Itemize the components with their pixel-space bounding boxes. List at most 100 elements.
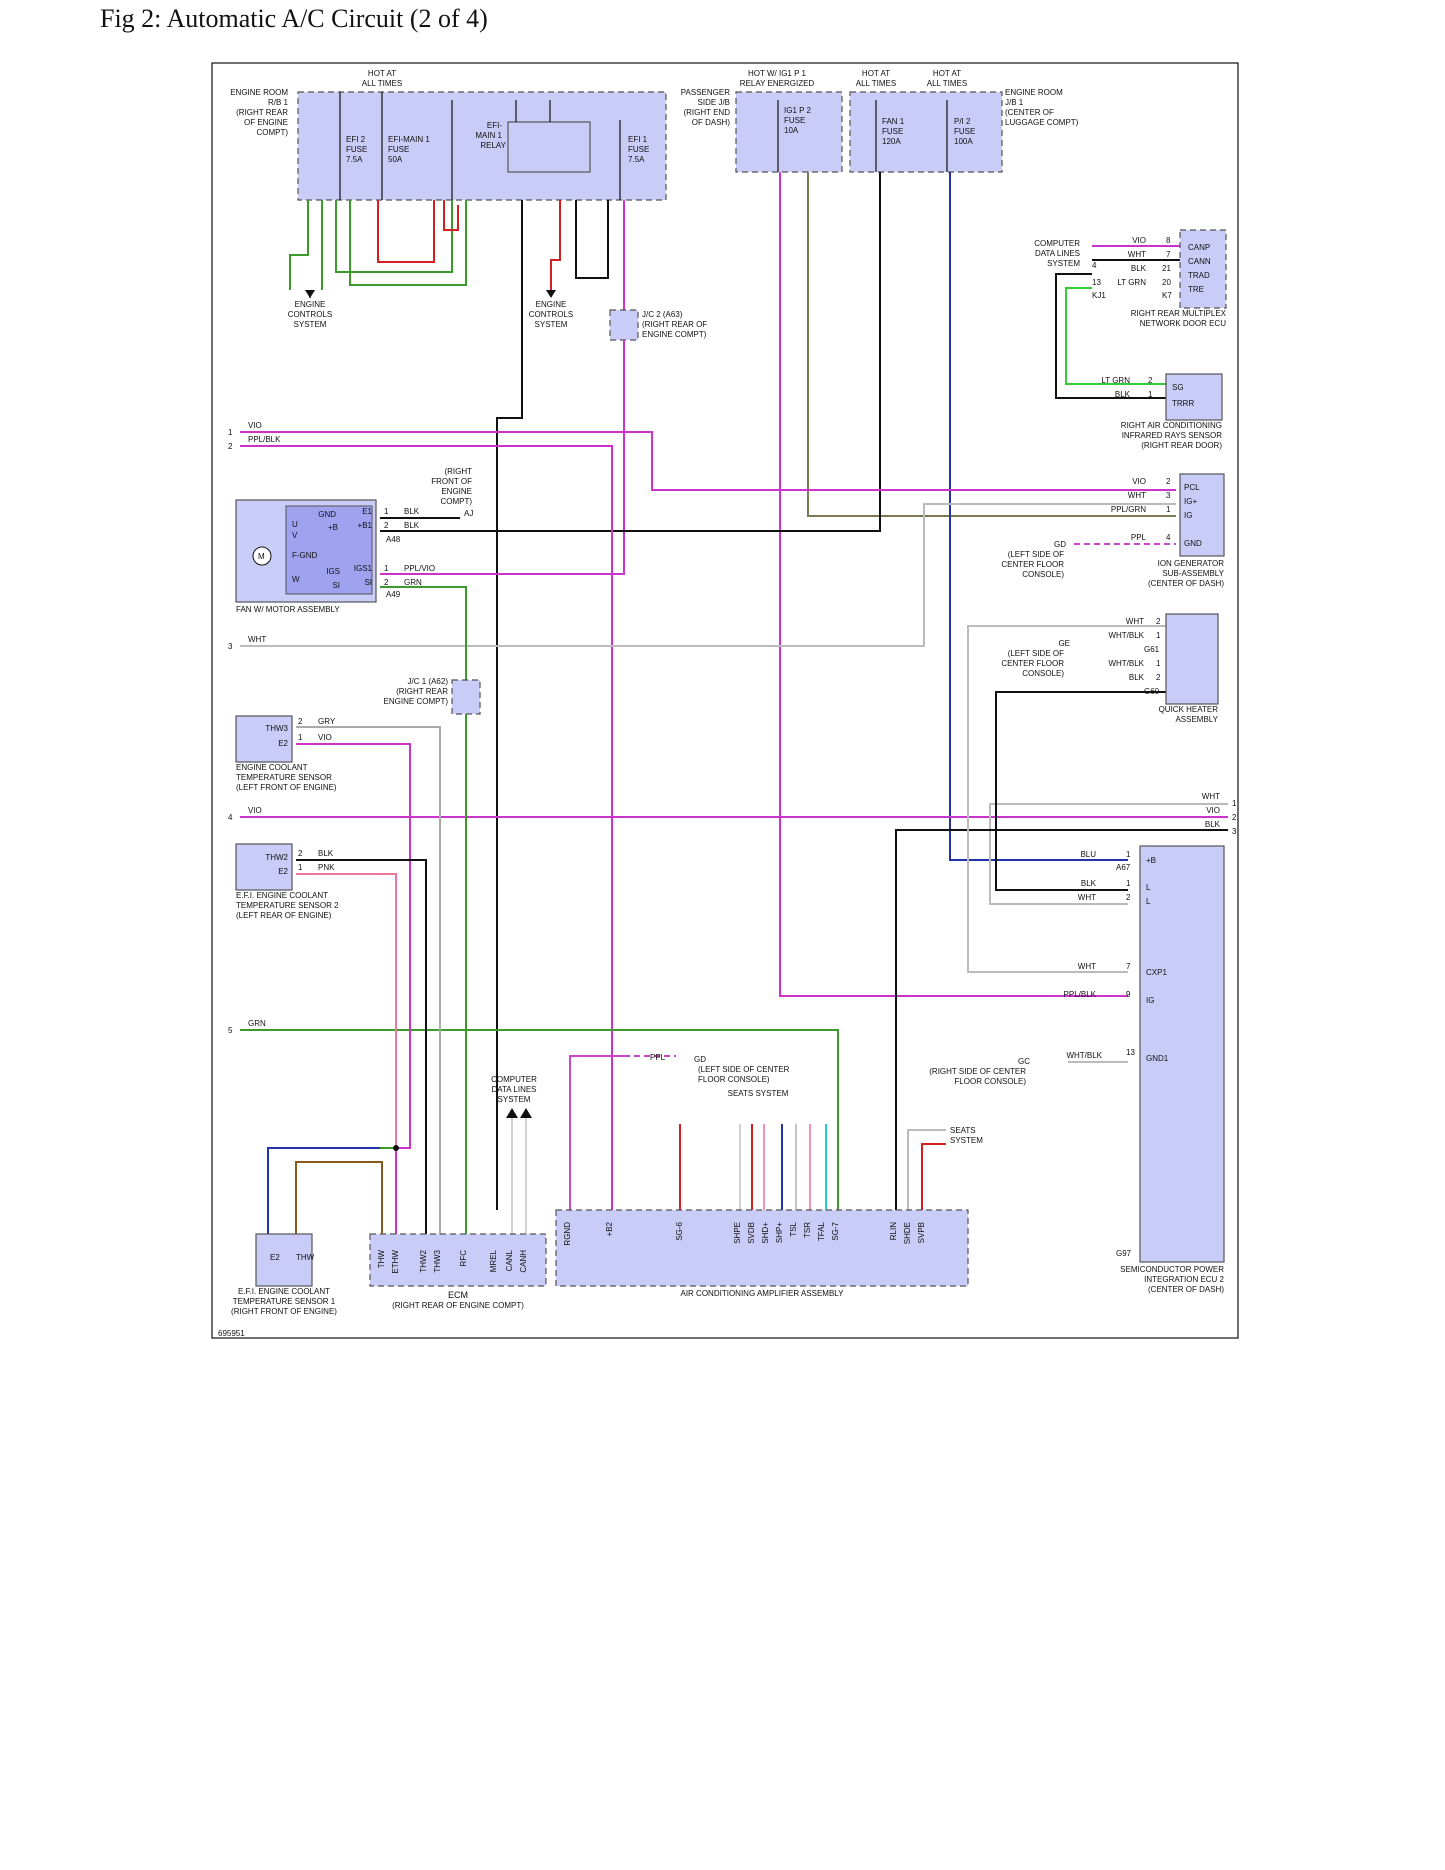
svg-text:BLK: BLK — [1115, 390, 1131, 399]
svg-text:ENGINE ROOM: ENGINE ROOM — [230, 88, 288, 97]
svg-text:ALL TIMES: ALL TIMES — [362, 79, 402, 88]
svg-text:IG: IG — [1184, 511, 1192, 520]
svg-text:TRAD: TRAD — [1188, 271, 1210, 280]
svg-text:4: 4 — [1092, 261, 1097, 270]
svg-text:J/C 1 (A62): J/C 1 (A62) — [408, 677, 449, 686]
svg-text:TEMPERATURE SENSOR 1: TEMPERATURE SENSOR 1 — [233, 1297, 336, 1306]
ion-generator — [1179, 473, 1225, 557]
svg-text:E2: E2 — [278, 867, 288, 876]
svg-text:SVDB: SVDB — [747, 1222, 756, 1244]
svg-text:THW: THW — [377, 1250, 386, 1269]
svg-text:2: 2 — [298, 849, 303, 858]
quick-heater — [1165, 613, 1219, 705]
svg-text:DATA LINES: DATA LINES — [491, 1085, 536, 1094]
svg-text:ASSEMBLY: ASSEMBLY — [1175, 715, 1218, 724]
svg-text:OF ENGINE: OF ENGINE — [244, 118, 288, 127]
svg-text:FUSE: FUSE — [784, 116, 805, 125]
svg-text:ENGINE: ENGINE — [295, 300, 326, 309]
svg-text:CENTER FLOOR: CENTER FLOOR — [1001, 560, 1064, 569]
svg-text:WHT: WHT — [1202, 792, 1220, 801]
svg-text:HOT W/ IG1 P 1: HOT W/ IG1 P 1 — [748, 69, 806, 78]
svg-text:7.5A: 7.5A — [346, 155, 363, 164]
svg-text:SYSTEM: SYSTEM — [498, 1095, 531, 1104]
svg-text:MAIN 1: MAIN 1 — [475, 131, 502, 140]
svg-text:BLU: BLU — [1080, 850, 1096, 859]
svg-text:ENGINE COOLANT: ENGINE COOLANT — [236, 763, 308, 772]
svg-text:WHT/BLK: WHT/BLK — [1066, 1051, 1102, 1060]
svg-text:ENGINE COMPT): ENGINE COMPT) — [384, 697, 449, 706]
svg-text:120A: 120A — [882, 137, 901, 146]
svg-text:HOT AT: HOT AT — [862, 69, 890, 78]
svg-text:(LEFT FRONT OF ENGINE): (LEFT FRONT OF ENGINE) — [236, 783, 337, 792]
svg-text:SI: SI — [332, 581, 340, 590]
svg-text:LT GRN: LT GRN — [1117, 278, 1146, 287]
svg-text:1: 1 — [1148, 390, 1153, 399]
svg-text:2: 2 — [1156, 673, 1161, 682]
svg-text:SEATS: SEATS — [950, 1126, 976, 1135]
svg-text:A49: A49 — [386, 590, 401, 599]
svg-text:TEMPERATURE SENSOR 2: TEMPERATURE SENSOR 2 — [236, 901, 339, 910]
svg-text:COMPUTER: COMPUTER — [491, 1075, 537, 1084]
svg-text:FLOOR CONSOLE): FLOOR CONSOLE) — [698, 1075, 770, 1084]
svg-text:SHD+: SHD+ — [761, 1222, 770, 1244]
svg-text:M: M — [258, 552, 265, 561]
ecm-pin-labels: THW ETHW THW2 THW3 RFC MREL CANL CANH — [377, 1249, 528, 1273]
svg-text:E.F.I. ENGINE COOLANT: E.F.I. ENGINE COOLANT — [238, 1287, 330, 1296]
svg-text:2: 2 — [384, 521, 389, 530]
svg-text:SYSTEM: SYSTEM — [294, 320, 327, 329]
svg-text:2: 2 — [298, 717, 303, 726]
svg-text:P/I 2: P/I 2 — [954, 117, 971, 126]
svg-text:IGS1: IGS1 — [354, 564, 373, 573]
svg-text:THW: THW — [296, 1253, 315, 1262]
svg-text:+B: +B — [328, 523, 338, 532]
svg-text:A48: A48 — [386, 535, 401, 544]
svg-text:ENGINE: ENGINE — [441, 487, 472, 496]
svg-text:+B2: +B2 — [605, 1221, 614, 1236]
svg-text:1: 1 — [228, 428, 233, 437]
svg-text:QUICK HEATER: QUICK HEATER — [1159, 705, 1219, 714]
svg-text:9: 9 — [1126, 990, 1131, 999]
svg-text:3: 3 — [1232, 827, 1237, 836]
svg-text:WHT: WHT — [1078, 893, 1096, 902]
svg-text:FUSE: FUSE — [628, 145, 649, 154]
svg-text:PCL: PCL — [1184, 483, 1200, 492]
svg-text:(LEFT SIDE OF: (LEFT SIDE OF — [1008, 550, 1064, 559]
svg-text:RIGHT REAR MULTIPLEX: RIGHT REAR MULTIPLEX — [1131, 309, 1227, 318]
svg-text:COMPUTER: COMPUTER — [1034, 239, 1080, 248]
svg-text:ALL TIMES: ALL TIMES — [856, 79, 896, 88]
svg-text:RLIN: RLIN — [889, 1222, 898, 1240]
svg-text:1: 1 — [1126, 879, 1131, 888]
svg-text:L: L — [1146, 883, 1151, 892]
svg-text:1: 1 — [1156, 631, 1161, 640]
svg-text:SG: SG — [1172, 383, 1184, 392]
svg-text:BLK: BLK — [1129, 673, 1145, 682]
svg-text:HOT AT: HOT AT — [933, 69, 961, 78]
svg-text:GND: GND — [1184, 539, 1202, 548]
svg-text:BLK: BLK — [1081, 879, 1097, 888]
svg-text:10A: 10A — [784, 126, 799, 135]
diagram-frame — [211, 62, 1239, 1339]
rr-multiplex-ecu — [1179, 229, 1227, 309]
svg-text:IG+: IG+ — [1184, 497, 1197, 506]
svg-text:CANP: CANP — [1188, 243, 1210, 252]
svg-text:G61: G61 — [1144, 645, 1160, 654]
svg-text:ENGINE ROOM: ENGINE ROOM — [1005, 88, 1063, 97]
svg-text:TEMPERATURE SENSOR: TEMPERATURE SENSOR — [236, 773, 332, 782]
svg-text:IGS: IGS — [326, 567, 340, 576]
svg-text:3: 3 — [228, 642, 233, 651]
ecm-label: ECM — [448, 1290, 468, 1300]
svg-text:PPL/VIO: PPL/VIO — [404, 564, 435, 573]
svg-text:SHP+: SHP+ — [775, 1222, 784, 1243]
svg-text:(CENTER OF DASH): (CENTER OF DASH) — [1148, 579, 1224, 588]
svg-text:CONTROLS: CONTROLS — [529, 310, 573, 319]
svg-text:PPL/GRN: PPL/GRN — [1111, 505, 1146, 514]
svg-text:FUSE: FUSE — [346, 145, 367, 154]
page-title: Fig 2: Automatic A/C Circuit (2 of 4) — [100, 4, 488, 33]
svg-text:20: 20 — [1162, 278, 1171, 287]
svg-text:GD: GD — [1054, 540, 1066, 549]
svg-text:(LEFT SIDE OF CENTER: (LEFT SIDE OF CENTER — [698, 1065, 790, 1074]
svg-text:PPL: PPL — [650, 1053, 666, 1062]
svg-text:(RIGHT REAR OF: (RIGHT REAR OF — [642, 320, 707, 329]
svg-text:1: 1 — [298, 863, 303, 872]
